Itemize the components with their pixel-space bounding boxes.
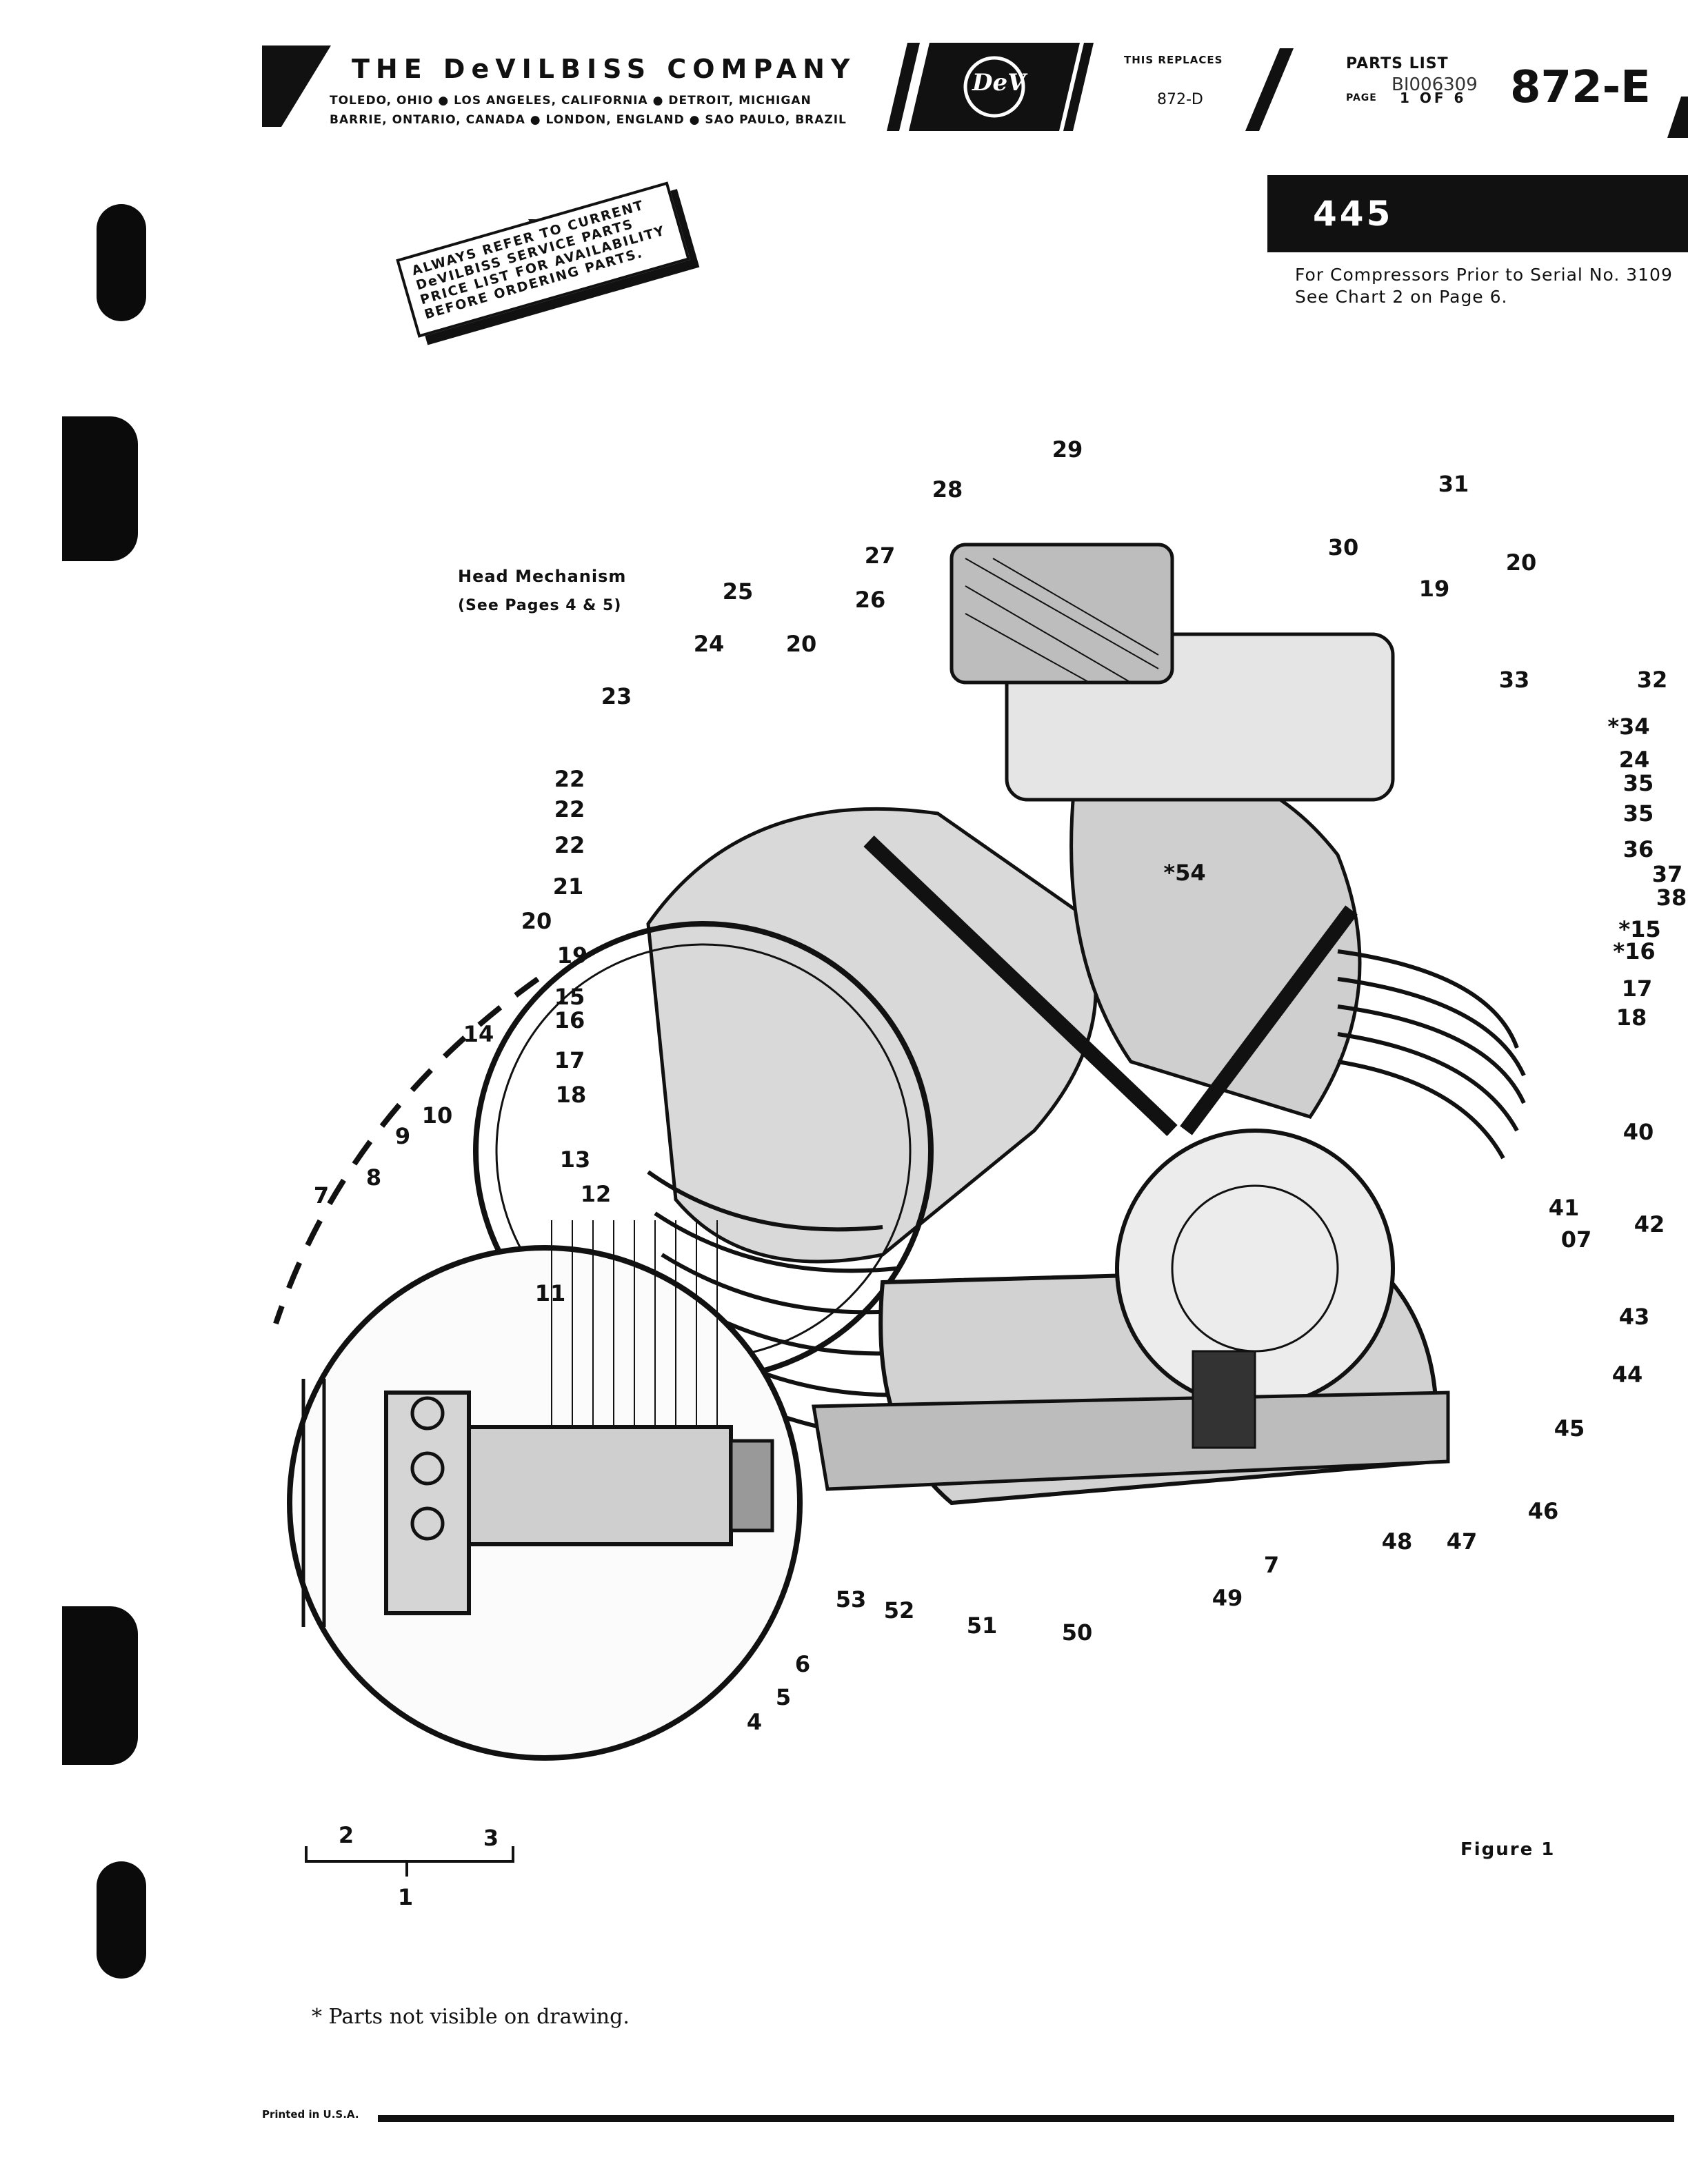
callout-51: 51 (966, 1612, 998, 1639)
callout-12: 12 (580, 1181, 612, 1207)
callout-25: 25 (722, 578, 754, 605)
callout-47: 47 (1446, 1528, 1478, 1555)
callout-4: 4 (746, 1709, 763, 1735)
callout-07: 07 (1560, 1226, 1592, 1253)
callout-8: 8 (365, 1164, 382, 1191)
replaces-value: 872-D (1157, 91, 1203, 108)
footer-rule (378, 2115, 1674, 2122)
callout-15-left: 15 (554, 984, 585, 1010)
callout-17-left: 17 (554, 1047, 585, 1073)
callout-6: 6 (794, 1651, 811, 1677)
devilbiss-logo (887, 43, 1094, 131)
callout-11: 11 (534, 1280, 566, 1306)
callout-20-right: 20 (1505, 549, 1537, 576)
callout-22-a: 22 (554, 766, 585, 792)
callout-28: 28 (932, 476, 963, 503)
callout-19-left: 19 (556, 942, 588, 969)
callout-50: 50 (1061, 1619, 1093, 1646)
callout-1-bracket (305, 1846, 514, 1877)
callout-36: 36 (1622, 836, 1654, 862)
head-mechanism-label: Head Mechanism (458, 567, 627, 586)
callout-37: 37 (1651, 861, 1683, 887)
header-divider-slash (1245, 48, 1294, 131)
callout-27: 27 (864, 543, 896, 569)
callout-10: 10 (421, 1102, 453, 1129)
figure-label: Figure 1 (1460, 1839, 1556, 1860)
callout-14: 14 (463, 1021, 494, 1047)
callout-34: *34 (1607, 714, 1650, 740)
callout-18-left: 18 (555, 1082, 587, 1108)
callout-54: *54 (1163, 860, 1206, 886)
head-mechanism-ref: (See Pages 4 & 5) (458, 597, 622, 614)
compressor-title-banner: 445 COMPRESSOR (1267, 175, 1688, 311)
header-edge-slash (1667, 97, 1688, 138)
callout-29: 29 (1052, 436, 1083, 463)
callout-53: 53 (835, 1586, 867, 1612)
callout-15-right: *15 (1618, 916, 1661, 942)
callout-22-b: 22 (554, 796, 585, 822)
callout-20-left: 20 (521, 908, 552, 934)
availability-stamp: ALWAYS REFER TO CURRENT DeVILBISS SERVIC… (396, 180, 700, 346)
logo-text: DeV (972, 69, 1026, 97)
callout-16-right: *16 (1613, 938, 1656, 964)
replaces-label: THIS REPLACES (1124, 54, 1223, 66)
callout-31: 31 (1438, 471, 1469, 497)
callout-21: 21 (552, 873, 584, 900)
callout-30: 30 (1327, 534, 1359, 560)
document-number: 872-E (1510, 62, 1651, 113)
callout-1: 1 (397, 1884, 414, 1910)
callout-3: 3 (483, 1825, 499, 1851)
compressor-exploded-illustration (273, 543, 1526, 1761)
callout-44: 44 (1611, 1362, 1643, 1388)
callout-41: 41 (1548, 1195, 1580, 1221)
callout-33: 33 (1498, 667, 1530, 693)
callout-7-right: 7 (1263, 1552, 1280, 1578)
company-address-line2: BARRIE, ONTARIO, CANADA ● LONDON, ENGLAN… (330, 113, 847, 127)
callout-35-b: 35 (1622, 800, 1654, 827)
callout-20-top: 20 (785, 631, 817, 657)
callout-5: 5 (775, 1684, 792, 1710)
binder-hole-upper-tab (62, 416, 138, 561)
callout-42: 42 (1634, 1211, 1665, 1237)
callout-32: 32 (1636, 667, 1668, 693)
company-address-line1: TOLEDO, OHIO ● LOS ANGELES, CALIFORNIA ●… (330, 94, 812, 108)
callout-52: 52 (883, 1597, 915, 1624)
binder-hole-lower-tab (62, 1606, 138, 1765)
parts-list-label: PARTS LIST (1346, 55, 1449, 72)
callout-9: 9 (394, 1123, 411, 1149)
callout-24-left: 24 (693, 631, 725, 657)
serial-note-line2: See Chart 2 on Page 6. (1295, 287, 1508, 307)
callout-26: 26 (854, 587, 886, 613)
callout-2: 2 (338, 1822, 354, 1848)
page-value: 1 OF 6 (1400, 90, 1467, 106)
callout-16-left: 16 (554, 1007, 585, 1033)
stamp-box: ALWAYS REFER TO CURRENT DeVILBISS SERVIC… (396, 181, 690, 338)
callout-17-right: 17 (1621, 975, 1653, 1002)
printed-in-usa: Printed in U.S.A. (262, 2108, 359, 2121)
callout-7-left: 7 (313, 1182, 330, 1209)
callout-48: 48 (1381, 1528, 1413, 1555)
callout-46: 46 (1527, 1498, 1559, 1524)
callout-18-right: 18 (1616, 1004, 1647, 1031)
callout-38: 38 (1656, 884, 1687, 911)
company-name: THE DeVILBISS COMPANY (352, 54, 856, 84)
footnote: * Parts not visible on drawing. (312, 2005, 630, 2029)
callout-45: 45 (1554, 1415, 1585, 1442)
callout-40: 40 (1622, 1119, 1654, 1145)
document-stamp: BI006309 (1391, 74, 1478, 95)
callout-22-c: 22 (554, 832, 585, 858)
callout-13: 13 (559, 1146, 591, 1173)
callout-49: 49 (1212, 1585, 1243, 1611)
serial-note-line1: For Compressors Prior to Serial No. 3109 (1295, 265, 1673, 285)
callout-19-top: 19 (1418, 576, 1450, 602)
callout-35-a: 35 (1622, 770, 1654, 796)
callout-43: 43 (1618, 1304, 1650, 1330)
callout-23: 23 (601, 683, 632, 709)
binder-hole-top (97, 204, 146, 321)
page-label: PAGE (1346, 92, 1377, 103)
callout-24-right: 24 (1618, 747, 1650, 773)
header-slash-logo (262, 46, 331, 127)
binder-hole-bottom (97, 1861, 146, 1979)
